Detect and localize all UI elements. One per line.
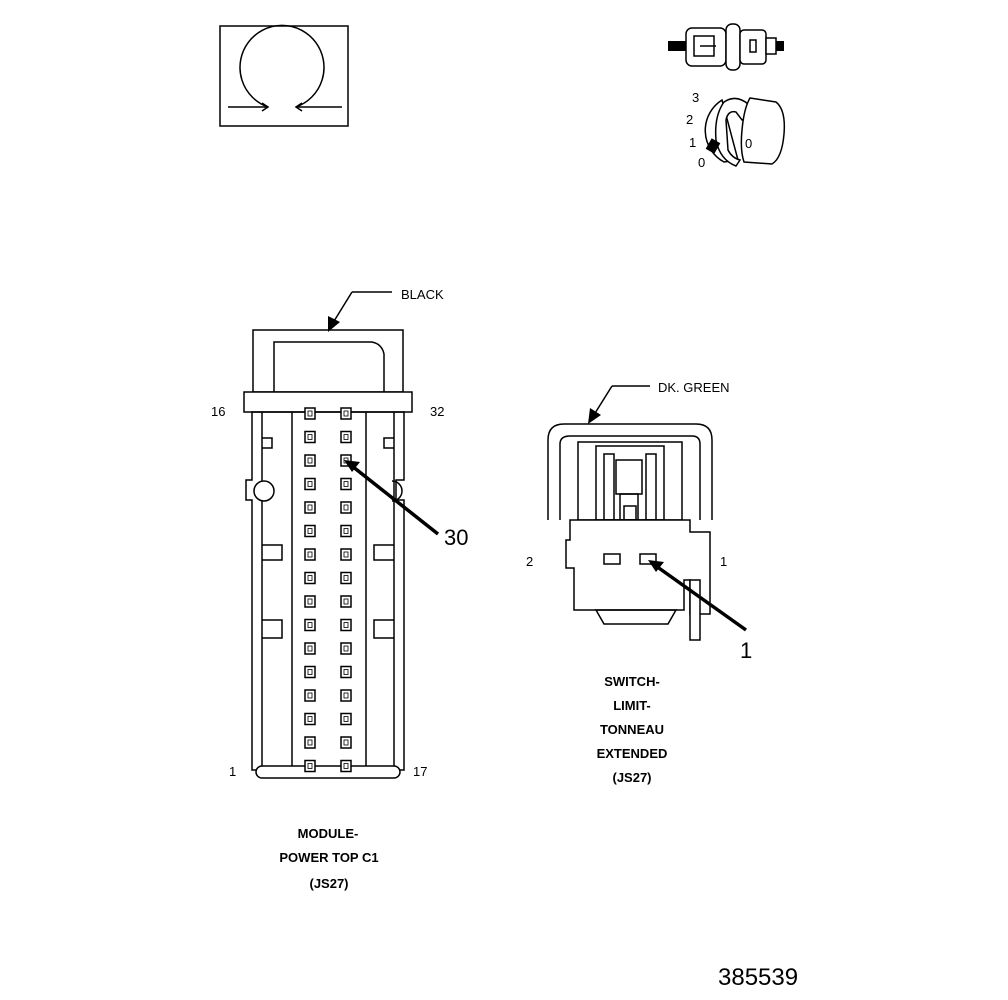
module-cavity xyxy=(340,477,352,491)
module-cavity xyxy=(340,665,352,679)
module-wire-color: BLACK xyxy=(401,287,444,302)
module-cavity xyxy=(304,712,316,726)
switch-wire-color: DK. GREEN xyxy=(658,380,730,395)
module-cavity-terminal xyxy=(307,575,313,581)
switch-title-line-3: TONNEAU xyxy=(600,722,664,737)
module-pin-label-1: 1 xyxy=(229,764,236,779)
module-cavity xyxy=(340,759,352,773)
module-cavity-terminal xyxy=(343,692,349,699)
key-position-label: 0 xyxy=(745,136,752,151)
key-position-3: 3 xyxy=(692,90,699,105)
switch-cavity-2 xyxy=(603,553,621,565)
module-pin-label-32: 32 xyxy=(430,404,444,419)
module-cavity xyxy=(304,524,316,538)
switch-cavity-1 xyxy=(639,553,657,565)
module-cavity-terminal xyxy=(343,575,349,581)
connector-latch-icon xyxy=(668,23,784,71)
module-cavity xyxy=(340,595,352,608)
module-cavity-terminal xyxy=(343,504,349,511)
module-cavity-terminal xyxy=(343,528,349,534)
module-cavity-terminal xyxy=(343,481,349,487)
module-cavity xyxy=(304,548,316,561)
module-cavity xyxy=(340,407,352,420)
module-cavity-terminal xyxy=(307,410,313,417)
module-cavity xyxy=(340,689,352,702)
module-cavity-terminal xyxy=(343,645,349,652)
module-cavity-terminal xyxy=(307,716,313,722)
module-cavity xyxy=(304,759,316,773)
module-cavity-terminal xyxy=(307,504,313,511)
module-cavity-terminal xyxy=(307,669,313,675)
module-cavity-terminal xyxy=(343,669,349,675)
module-cavity xyxy=(340,430,352,444)
module-cavity xyxy=(304,689,316,702)
module-cavity-terminal xyxy=(343,434,349,440)
switch-pin-label-1: 1 xyxy=(720,554,727,569)
module-cavity xyxy=(304,618,316,632)
module-cavity-terminal xyxy=(343,739,349,746)
module-title-line-3: (JS27) xyxy=(309,876,348,891)
module-cavity xyxy=(340,548,352,561)
module-cavity-terminal xyxy=(307,739,313,746)
module-cavity xyxy=(340,501,352,514)
module-cavity xyxy=(340,736,352,749)
module-cavity-terminal xyxy=(343,716,349,722)
switch-cavity-callout: 1 xyxy=(740,638,752,663)
module-cavity xyxy=(304,736,316,749)
module-title-line-2: POWER TOP C1 xyxy=(279,850,378,865)
key-position-icon: 0 3 2 1 0 xyxy=(686,90,786,170)
module-cavity xyxy=(304,642,316,655)
module-cavity xyxy=(340,571,352,585)
module-cavity xyxy=(304,430,316,444)
module-cavity-terminal xyxy=(343,763,349,769)
module-cavity-terminal xyxy=(307,692,313,699)
module-cavity-terminal xyxy=(307,528,313,534)
switch-title-line-1: SWITCH- xyxy=(604,674,660,689)
module-cavity-terminal xyxy=(343,551,349,558)
module-cavity xyxy=(304,501,316,514)
module-cavity xyxy=(304,477,316,491)
terminal-release-icon xyxy=(219,24,349,127)
module-cavity xyxy=(340,618,352,632)
module-cavity-terminal xyxy=(307,763,313,769)
module-cavity-terminal xyxy=(307,434,313,440)
switch-callout-arrow xyxy=(654,564,748,632)
module-cavity xyxy=(304,454,316,467)
key-position-1: 1 xyxy=(689,135,696,150)
module-cavity xyxy=(304,571,316,585)
module-cavity-terminal xyxy=(307,481,313,487)
module-callout-arrow xyxy=(350,464,440,536)
module-cavity xyxy=(340,712,352,726)
key-position-0: 0 xyxy=(698,155,705,170)
module-cavity-terminal xyxy=(307,457,313,464)
module-cavity xyxy=(304,665,316,679)
module-cavity-terminal xyxy=(307,622,313,628)
key-position-2: 2 xyxy=(686,112,693,127)
module-cavity-terminal xyxy=(343,598,349,605)
module-cavity-terminal xyxy=(343,410,349,417)
switch-pin-label-2: 2 xyxy=(526,554,533,569)
module-cavity xyxy=(340,642,352,655)
module-power-top-connector: BLACK 16 32 1 17 30 xyxy=(211,287,468,891)
module-cavity-callout: 30 xyxy=(444,525,468,550)
module-cavity-terminal xyxy=(343,622,349,628)
switch-title-line-2: LIMIT- xyxy=(613,698,651,713)
module-cavity-terminal xyxy=(307,645,313,652)
module-cavity xyxy=(304,407,316,420)
module-pin-label-16: 16 xyxy=(211,404,225,419)
module-cavity-grid xyxy=(304,407,352,773)
switch-title-line-4: EXTENDED xyxy=(597,746,668,761)
module-cavity xyxy=(304,595,316,608)
switch-title-line-5: (JS27) xyxy=(612,770,651,785)
module-cavity-terminal xyxy=(307,551,313,558)
module-cavity xyxy=(340,524,352,538)
module-cavity-terminal xyxy=(307,598,313,605)
figure-number: 385539 xyxy=(718,964,798,991)
switch-limit-tonneau-connector: DK. GREEN 2 1 1 SWITCH- LIMIT- TONNEAU E… xyxy=(526,380,752,785)
module-pin-label-17: 17 xyxy=(413,764,427,779)
module-title-line-1: MODULE- xyxy=(298,826,359,841)
